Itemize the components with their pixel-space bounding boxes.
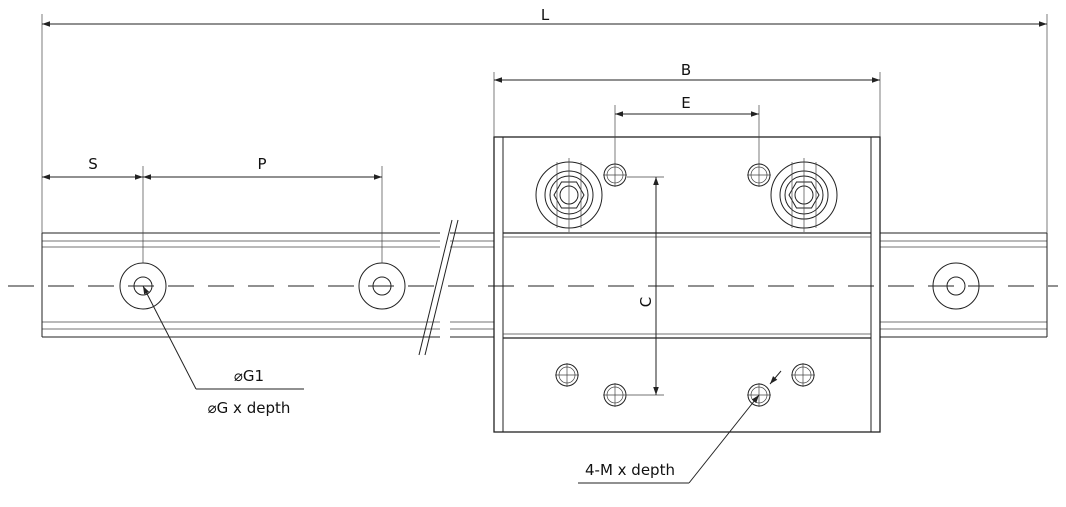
rail-hole-right (932, 262, 980, 310)
dimension-E-label: E (681, 94, 690, 112)
grease-nipple-left (535, 158, 603, 232)
dimension-S-label: S (88, 155, 98, 173)
note-m-depth: 4-M x depth (585, 461, 675, 479)
carriage-block (493, 136, 881, 433)
tap-hole-bottom-right-outer (791, 363, 815, 387)
dimension-P-label: P (257, 155, 266, 173)
leader-hole-g: ⌀G1 ⌀G x depth (142, 285, 304, 417)
dimension-C-label: C (637, 297, 655, 307)
rail (41, 232, 1048, 338)
dimension-E: E (614, 94, 760, 164)
dimension-P: P (143, 155, 383, 263)
dimension-L-label: L (541, 6, 550, 24)
break-lines (418, 219, 459, 356)
dimension-B-label: B (681, 61, 691, 79)
dimension-B: B (493, 61, 881, 137)
note-g1: ⌀G1 (234, 367, 264, 385)
dimension-L: L (41, 6, 1048, 233)
dimension-C: C (627, 176, 664, 396)
grease-nipple-right (770, 158, 838, 232)
note-g-depth: ⌀G x depth (208, 399, 291, 417)
leader-tap-m: 4-M x depth (578, 370, 782, 484)
dimension-S: S (42, 155, 144, 263)
tap-hole-bottom-left-outer (555, 363, 579, 387)
tap-hole-bottom-left-inner (603, 383, 627, 407)
